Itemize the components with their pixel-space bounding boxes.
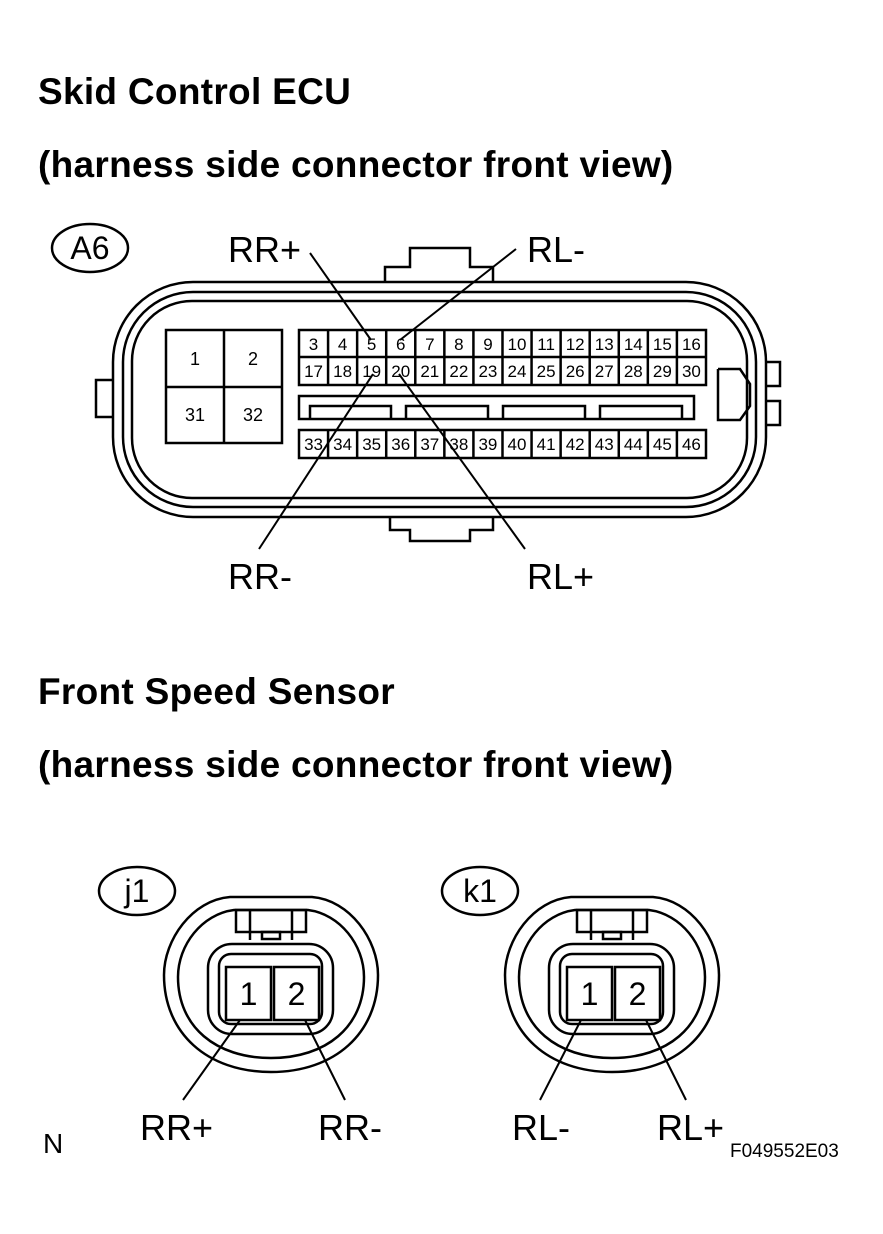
- ecu-pin-number: 6: [396, 335, 406, 354]
- ecu-pin-number: 15: [652, 335, 672, 354]
- ecu-pin-number: 43: [594, 435, 614, 454]
- ecu-pin-number: 45: [652, 435, 672, 454]
- label-k1-rl-minus: RL-: [512, 1107, 571, 1148]
- ecu-pin-number: 14: [623, 335, 643, 354]
- ecu-pin-number: 4: [337, 335, 348, 354]
- connector-id-oval-a6: [50, 222, 130, 274]
- ecu-pin-number: 13: [594, 335, 614, 354]
- label-rl-plus: RL+: [527, 556, 595, 597]
- ecu-pin-number: 3: [308, 335, 319, 354]
- label-j1-rr-minus: RR-: [318, 1107, 382, 1148]
- ecu-pin-number: 17: [304, 362, 323, 381]
- connector-id-j1: j1: [124, 873, 150, 909]
- connector-id-oval-j1: [97, 865, 177, 917]
- ecu-pin-number: 44: [623, 435, 643, 454]
- ecu-pin-number: 41: [536, 435, 556, 454]
- ecu-pin-number: 8: [454, 335, 464, 354]
- ecu-subtitle: (harness side connector front view): [38, 144, 674, 185]
- ecu-pin-number: 5: [366, 335, 377, 354]
- ecu-callout-lines: [258, 248, 526, 550]
- sensor-connector-k1-shape: [503, 895, 721, 1101]
- label-j1-rr-plus: RR+: [140, 1107, 214, 1148]
- ecu-connector-shape: [94, 246, 782, 543]
- ecu-large-pin: 31: [184, 405, 206, 425]
- ecu-large-pin: 1: [189, 349, 200, 369]
- ecu-pin-number: 33: [304, 435, 323, 454]
- ecu-pin-number: 38: [449, 435, 469, 454]
- ecu-pin-number: 10: [507, 335, 527, 354]
- connector-id-a6: A6: [70, 230, 110, 266]
- ecu-large-pin: 2: [247, 349, 258, 369]
- ecu-pin-number: 20: [391, 362, 411, 381]
- connector-id-oval-k1: [440, 865, 520, 917]
- ecu-pin-number: 34: [333, 435, 353, 454]
- connector-id-k1: k1: [463, 873, 497, 909]
- label-rr-plus: RR+: [228, 229, 302, 270]
- ecu-pin-number: 24: [507, 362, 527, 381]
- sensor-j1-pin: 1: [239, 976, 258, 1012]
- sensor-connector-j1-shape: [162, 895, 380, 1101]
- sensor-j1-pin: 2: [287, 976, 306, 1012]
- ecu-pin-number: 28: [623, 362, 643, 381]
- ecu-pin-number: 23: [478, 362, 498, 381]
- ecu-pin-number: 36: [391, 435, 411, 454]
- sensor-title: Front Speed Sensor: [38, 671, 395, 712]
- ecu-pin-number: 25: [536, 362, 556, 381]
- ecu-pin-number: 21: [420, 362, 440, 381]
- ecu-pin-number: 16: [681, 335, 701, 354]
- figure-code: F049552E03: [730, 1141, 839, 1162]
- sensor-k1-pin: 1: [580, 976, 599, 1012]
- ecu-pin-number: 40: [507, 435, 527, 454]
- label-k1-rl-plus: RL+: [657, 1107, 725, 1148]
- ecu-title: Skid Control ECU: [38, 71, 352, 112]
- ecu-pin-number: 11: [537, 335, 555, 354]
- sensor-subtitle: (harness side connector front view): [38, 744, 674, 785]
- sensor-k1-pin: 2: [628, 976, 647, 1012]
- label-rr-minus: RR-: [228, 556, 292, 597]
- ecu-pin-number: 39: [478, 435, 498, 454]
- ecu-pin-number: 12: [565, 335, 585, 354]
- ecu-pin-number: 35: [362, 435, 382, 454]
- ecu-pin-number: 22: [449, 362, 469, 381]
- corner-mark: N: [43, 1128, 64, 1159]
- ecu-large-pin: 32: [242, 405, 264, 425]
- ecu-pin-number: 19: [362, 362, 382, 381]
- ecu-pin-number: 18: [333, 362, 353, 381]
- ecu-pin-number: 37: [420, 435, 440, 454]
- ecu-pin-number: 9: [483, 335, 493, 354]
- ecu-pin-number: 29: [652, 362, 672, 381]
- ecu-pin-number: 42: [565, 435, 585, 454]
- ecu-pin-number: 26: [565, 362, 585, 381]
- label-rl-minus: RL-: [527, 229, 586, 270]
- ecu-pin-number: 27: [594, 362, 614, 381]
- ecu-pin-number: 7: [425, 335, 435, 354]
- ecu-pin-number: 30: [681, 362, 701, 381]
- ecu-pin-number: 46: [681, 435, 701, 454]
